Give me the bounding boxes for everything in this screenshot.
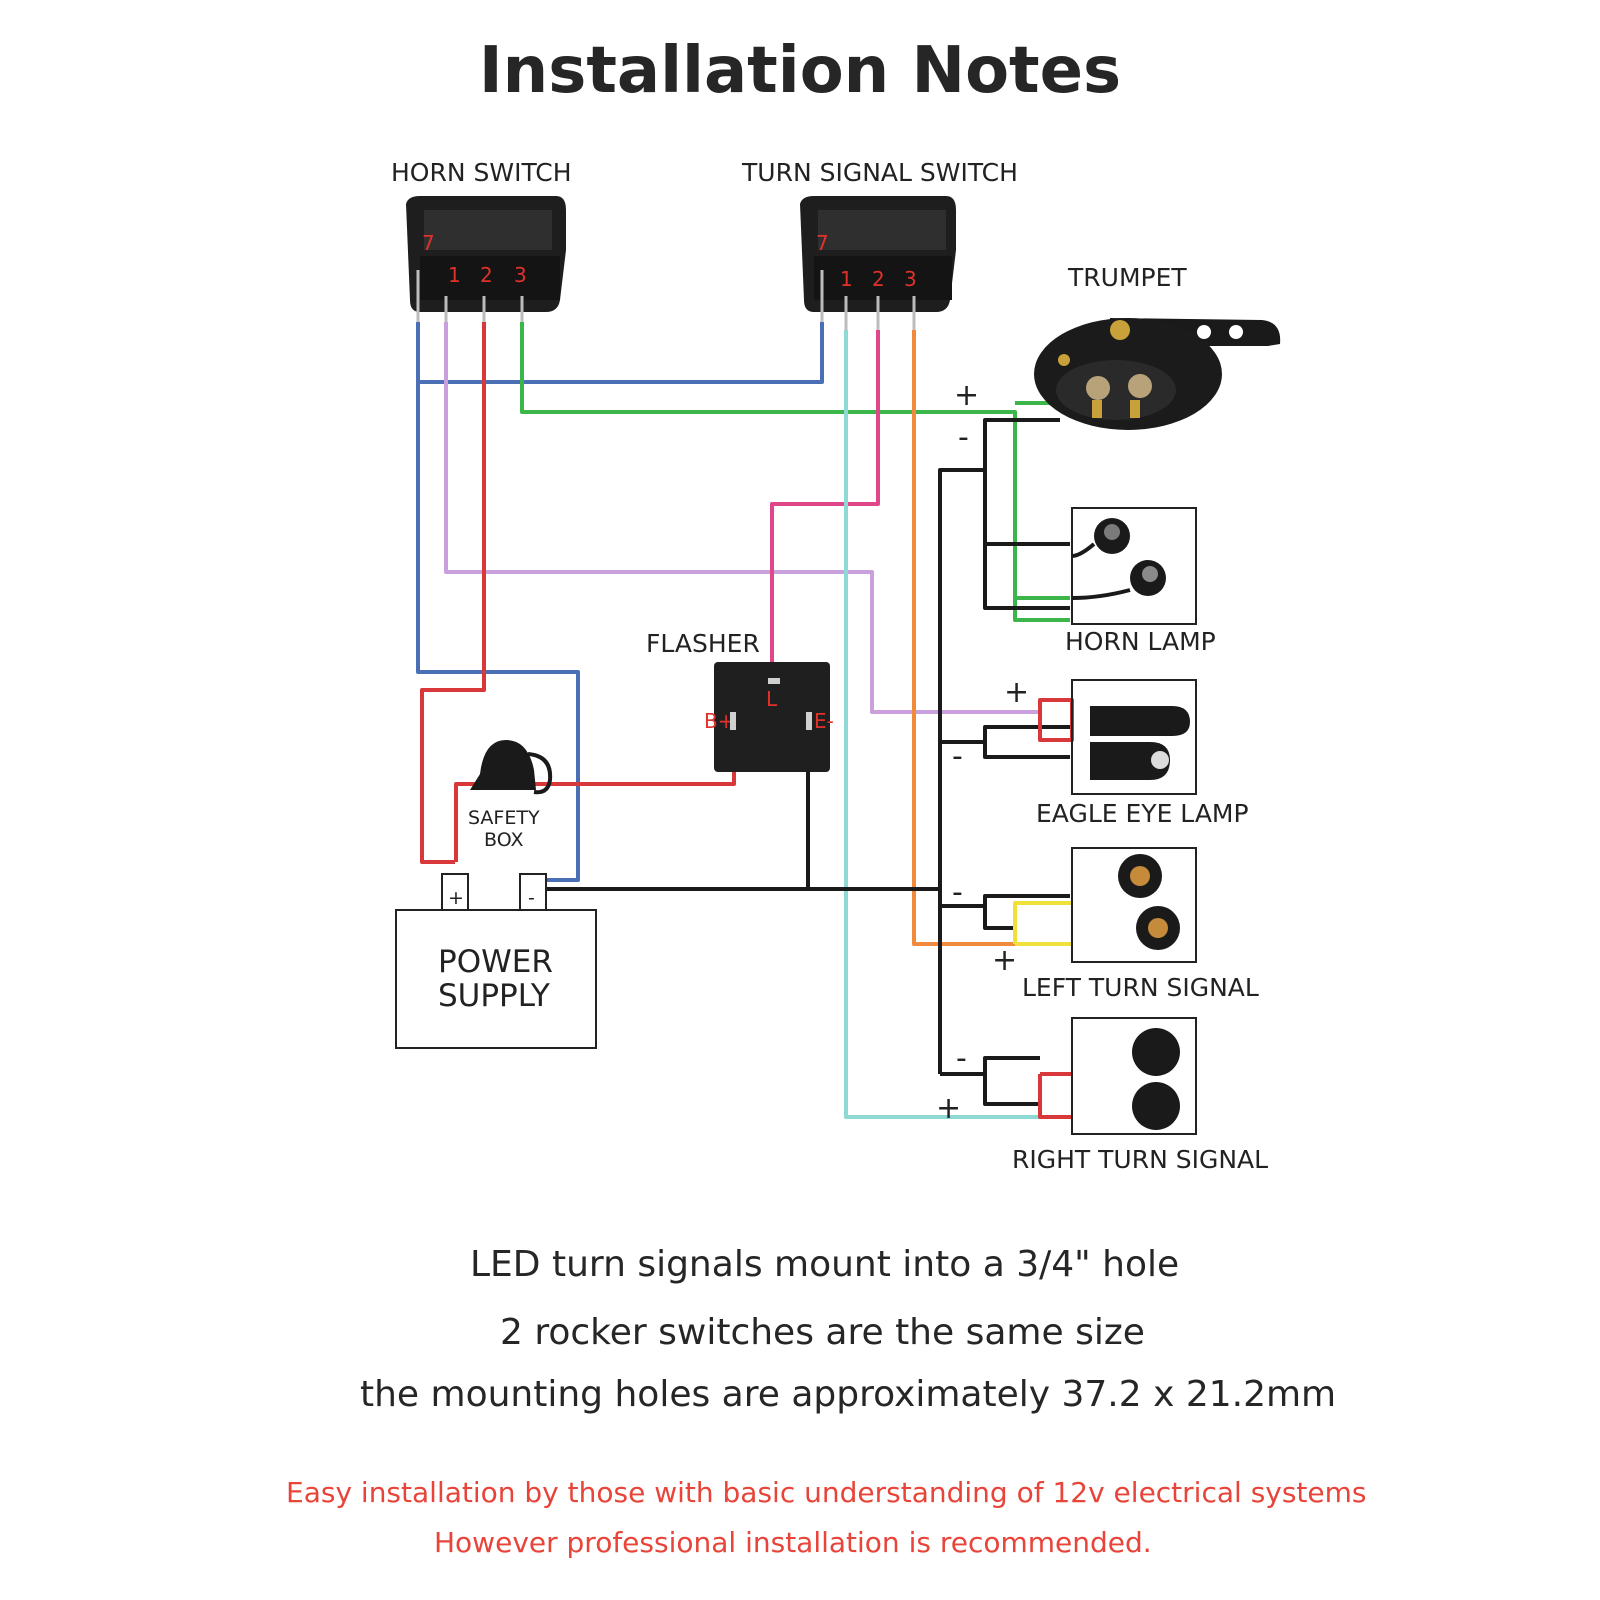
power-supply: + - POWER SUPPLY <box>395 873 597 1049</box>
right-turn-signal: - + RIGHT TURN SIGNAL <box>936 1017 1268 1174</box>
right-plus: + <box>936 1091 961 1126</box>
wire-cyan <box>844 330 1040 1119</box>
trumpet-minus: - <box>958 420 969 455</box>
turn-signal-switch: TURN SIGNAL SWITCH 7 1 2 3 <box>741 158 1018 330</box>
right-turn-signal-label: RIGHT TURN SIGNAL <box>1012 1145 1268 1174</box>
eagle-minus: - <box>952 739 963 774</box>
wire-green <box>520 322 1070 622</box>
wire-black-hornlamp <box>983 470 1070 610</box>
power-plus-terminal <box>441 873 469 911</box>
horn-pin-1: 1 <box>448 263 461 287</box>
wire-red-eagle <box>1038 698 1074 742</box>
left-turn-signal-box <box>1071 847 1197 963</box>
safety-box: SAFETY BOX <box>468 740 553 851</box>
wire-orange <box>912 330 1015 946</box>
eagle-eye-bulb-icon-2 <box>1090 742 1170 780</box>
wire-red-right <box>1038 1072 1072 1119</box>
eagle-eye-lamp-label: EAGLE EYE LAMP <box>1036 799 1249 828</box>
safety-box-label-2: BOX <box>484 829 523 851</box>
wire-blue <box>416 322 824 384</box>
power-plus-sign: + <box>448 887 464 909</box>
power-minus-terminal <box>519 873 547 911</box>
horn-lamp-label: HORN LAMP <box>1065 627 1216 656</box>
turn-signal-switch-label: TURN SIGNAL SWITCH <box>741 158 1018 187</box>
flasher-pin-e: E- <box>814 709 834 733</box>
left-minus: - <box>952 875 963 910</box>
wire-yellow <box>1013 901 1072 946</box>
warning-line-2: However professional installation is rec… <box>434 1526 1152 1559</box>
note-line-3: the mounting holes are approximately 37.… <box>360 1374 1337 1415</box>
warning-line-1: Easy installation by those with basic un… <box>286 1476 1367 1509</box>
page-title: Installation Notes <box>479 34 1121 108</box>
flasher-body-icon <box>714 662 830 772</box>
eagle-eye-lamp-box <box>1071 679 1197 795</box>
right-minus: - <box>956 1041 967 1076</box>
fuse-holder-icon <box>470 740 536 790</box>
wire-blue-down <box>416 382 580 882</box>
power-supply-label-1: POWER <box>438 944 553 980</box>
note-line-2: 2 rocker switches are the same size <box>500 1312 1145 1353</box>
horn-switch-label: HORN SWITCH <box>391 158 572 187</box>
turn-pin-3: 3 <box>904 267 917 291</box>
right-turn-bulb-icon-2 <box>1132 1082 1180 1130</box>
left-turn-signal: - + LEFT TURN SIGNAL <box>952 847 1259 1002</box>
trumpet: TRUMPET + - <box>954 263 1281 455</box>
wire-red <box>420 322 486 864</box>
left-turn-signal-label: LEFT TURN SIGNAL <box>1022 973 1259 1002</box>
left-plus: + <box>992 943 1017 978</box>
wire-black-ground <box>538 468 985 891</box>
flasher-pin-l: L <box>766 687 778 711</box>
power-minus-sign: - <box>528 887 535 909</box>
turn-pin-1: 1 <box>840 267 853 291</box>
wire-black-right <box>940 1056 1040 1106</box>
horn-lamp: HORN LAMP <box>1065 507 1216 656</box>
wires <box>416 322 1074 1119</box>
turn-pin-2: 2 <box>872 267 885 291</box>
wire-purple <box>444 322 1040 714</box>
power-supply-label-2: SUPPLY <box>438 978 550 1014</box>
trumpet-label: TRUMPET <box>1067 263 1187 292</box>
eagle-eye-bulb-icon <box>1090 706 1190 736</box>
right-turn-bulb-icon <box>1132 1028 1180 1076</box>
power-supply-box <box>395 909 597 1049</box>
wire-green-2 <box>1013 412 1070 600</box>
horn-lamp-box <box>1071 507 1197 625</box>
trumpet-plus: + <box>954 378 979 413</box>
horn-pin-2: 2 <box>480 263 493 287</box>
horn-pin-3: 3 <box>514 263 527 287</box>
wire-pink <box>770 330 880 688</box>
wire-black-left <box>940 894 1070 930</box>
flasher-label: FLASHER <box>646 629 760 658</box>
right-turn-signal-box <box>1071 1017 1197 1135</box>
flasher-pin-b: B+ <box>704 709 734 733</box>
eagle-plus: + <box>1004 675 1029 710</box>
note-line-1: LED turn signals mount into a 3/4" hole <box>470 1244 1180 1285</box>
wire-red-2 <box>454 782 480 862</box>
horn-pin-7: 7 <box>422 231 435 255</box>
wire-black-trumpet <box>983 418 1060 470</box>
turn-pin-7: 7 <box>816 231 829 255</box>
safety-box-label-1: SAFETY <box>468 807 540 829</box>
flasher: FLASHER L B+ E- <box>646 629 834 772</box>
eagle-eye-lamp: + - EAGLE EYE LAMP <box>952 675 1249 828</box>
horn-switch: HORN SWITCH 7 1 2 3 <box>391 158 572 322</box>
